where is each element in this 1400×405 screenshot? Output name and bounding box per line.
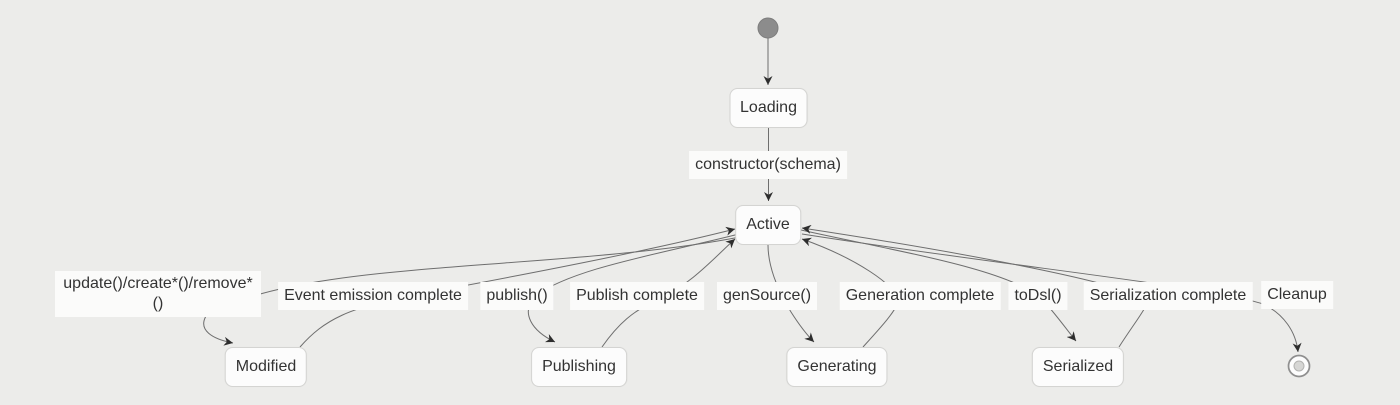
edge-label-text: Serialization complete bbox=[1089, 287, 1247, 304]
state-generating: Generating bbox=[786, 346, 888, 387]
state-generating-label: Generating bbox=[797, 357, 877, 375]
final-state-inner-dot bbox=[1293, 360, 1305, 372]
edge-label-text: Event emission complete bbox=[284, 287, 462, 304]
edge-label-event-emission-complete: Event emission complete bbox=[278, 282, 468, 310]
edge-label-generation-complete: Generation complete bbox=[839, 282, 1001, 310]
edge-label-gensource: genSource() bbox=[716, 282, 818, 310]
state-loading-label: Loading bbox=[740, 99, 797, 116]
state-active-label: Active bbox=[746, 216, 790, 233]
edge-label-publish-complete: Publish complete bbox=[570, 282, 704, 310]
edge-label-todsl: toDsl() bbox=[1008, 282, 1068, 310]
state-loading: Loading bbox=[729, 88, 808, 128]
edge-label-update-create-remove: update()/create*()/remove* () bbox=[55, 271, 261, 317]
edge-label-text: publish() bbox=[486, 287, 548, 304]
state-modified-label: Modified bbox=[235, 357, 297, 375]
edge-label-text: toDsl() bbox=[1014, 287, 1062, 304]
edge-label-serialization-complete: Serialization complete bbox=[1083, 282, 1253, 310]
edge-label-text: genSource() bbox=[722, 287, 812, 304]
state-publishing-label: Publishing bbox=[542, 357, 616, 375]
edge-label-cleanup: Cleanup bbox=[1261, 281, 1333, 309]
initial-state-dot bbox=[757, 17, 779, 39]
edge-label-text-line1: update()/create*()/remove* bbox=[63, 275, 253, 292]
edge-label-text: Cleanup bbox=[1267, 286, 1327, 303]
state-publishing: Publishing bbox=[531, 346, 627, 387]
edge-label-text-line2: () bbox=[152, 295, 164, 312]
state-serialized: Serialized bbox=[1031, 346, 1125, 387]
edge-label-text: Generation complete bbox=[845, 287, 995, 304]
edge-label-text: constructor(schema) bbox=[695, 156, 841, 173]
state-modified: Modified bbox=[224, 346, 308, 387]
state-active: Active bbox=[735, 205, 801, 245]
edge-label-constructor-schema: constructor(schema) bbox=[689, 151, 847, 179]
state-serialized-label: Serialized bbox=[1042, 357, 1114, 375]
edge-active-to-modified bbox=[203, 236, 741, 346]
edge-label-text: Publish complete bbox=[576, 287, 698, 304]
edge-label-publish: publish() bbox=[480, 282, 554, 310]
edge-active-to-generating bbox=[767, 244, 815, 343]
